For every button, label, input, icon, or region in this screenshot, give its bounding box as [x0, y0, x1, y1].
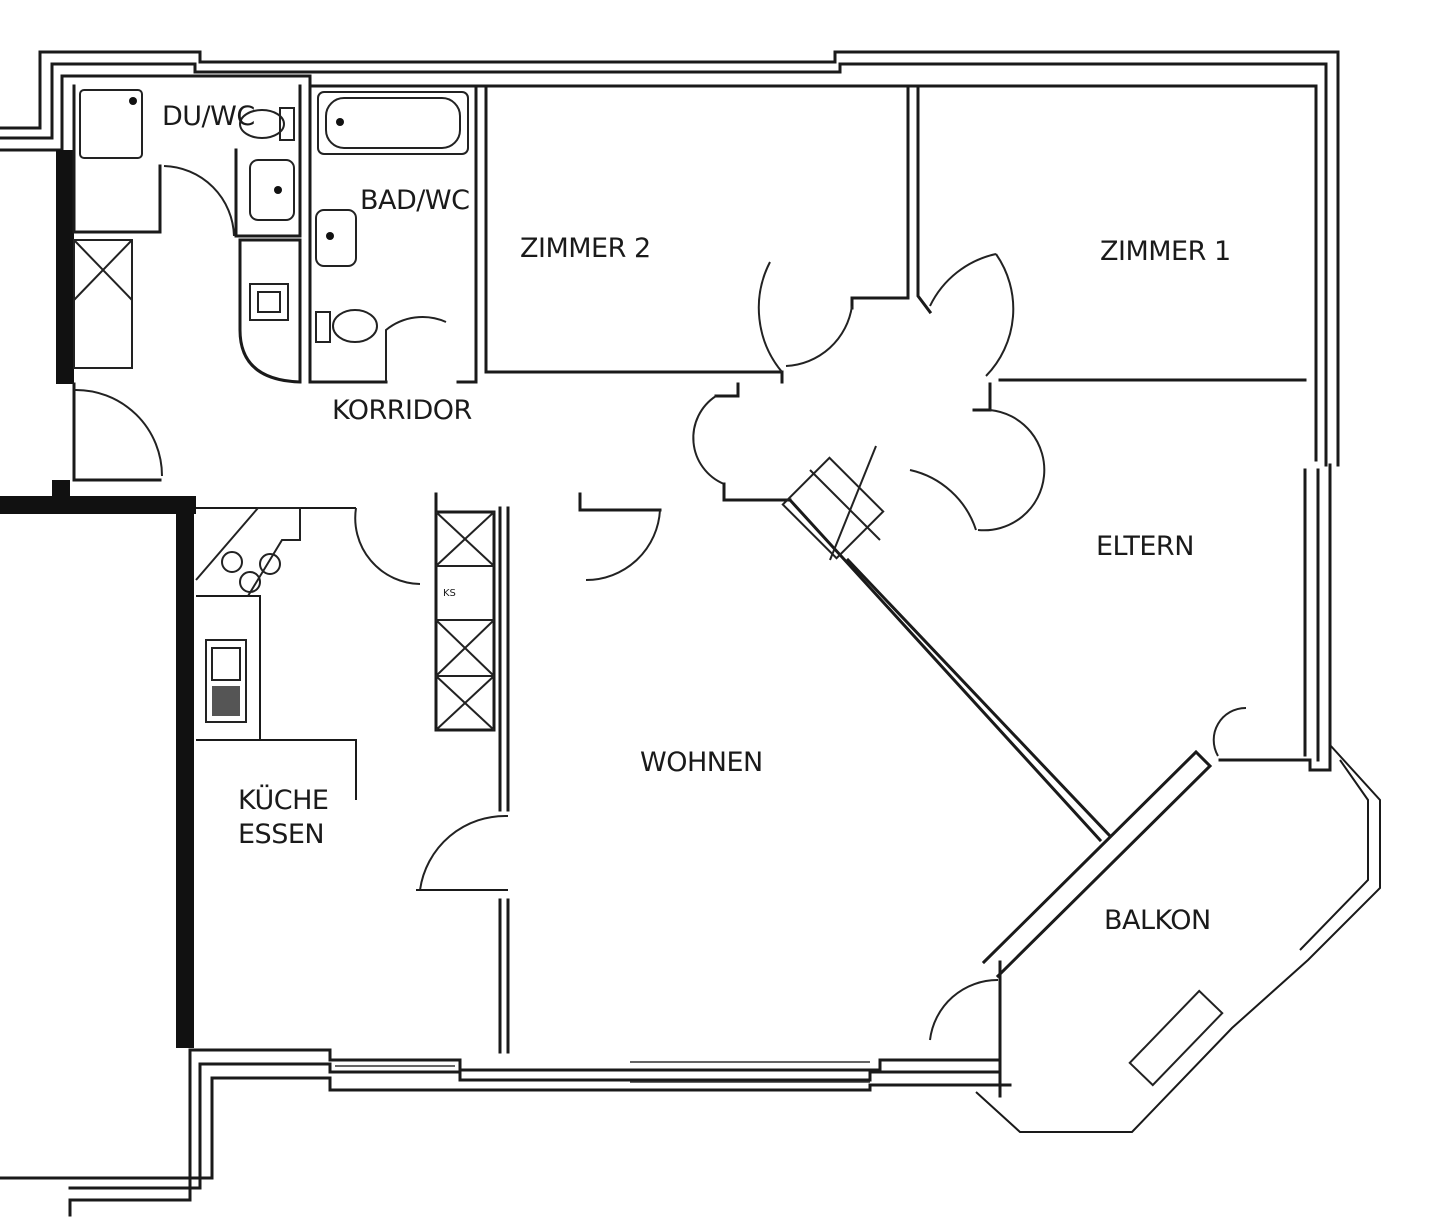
room-label-zimmer-1: ZIMMER 1: [1100, 236, 1231, 267]
party-wall-vertical: [176, 496, 194, 1048]
washbasin-bad: [315, 209, 357, 267]
diagonal-wall: [781, 445, 1113, 843]
bathtub: [317, 91, 469, 155]
party-wall-left: [56, 150, 74, 384]
zimmer1-room: [916, 84, 1307, 382]
korridor: [72, 382, 1046, 532]
room-label-korridor: KORRIDOR: [332, 395, 472, 426]
room-label-zimmer-2: ZIMMER 2: [520, 233, 651, 264]
room-label-du-wc: DU/WC: [162, 101, 255, 132]
shaft: [781, 456, 885, 560]
room-label-balkon: BALKON: [1104, 905, 1211, 936]
room-label-eltern: ELTERN: [1096, 531, 1194, 562]
wohnen-room: [416, 492, 662, 1054]
balkon: [929, 706, 1381, 1133]
room-label-essen: ESSEN: [238, 819, 325, 850]
zimmer2-room: [484, 84, 910, 384]
du-wc-room: [72, 84, 302, 238]
sink: [205, 639, 247, 723]
washbasin-du: [249, 159, 295, 221]
shower-tray: [79, 89, 143, 159]
utility-block: [73, 238, 302, 384]
room-label-bad-wc: BAD/WC: [360, 185, 470, 216]
outer-walls: [0, 50, 1340, 1217]
bad-wc-room: [308, 84, 478, 384]
toilet-bad: [332, 309, 378, 343]
party-wall-bottom: [0, 496, 196, 514]
party-wall-stub: [52, 480, 70, 508]
room-label-wohnen: WOHNEN: [640, 747, 763, 778]
kitchen: [195, 492, 496, 800]
room-label-kueche: KÜCHE: [238, 785, 329, 816]
cabinet-label-ks: KS: [443, 588, 456, 599]
toilet-du: [239, 109, 285, 139]
